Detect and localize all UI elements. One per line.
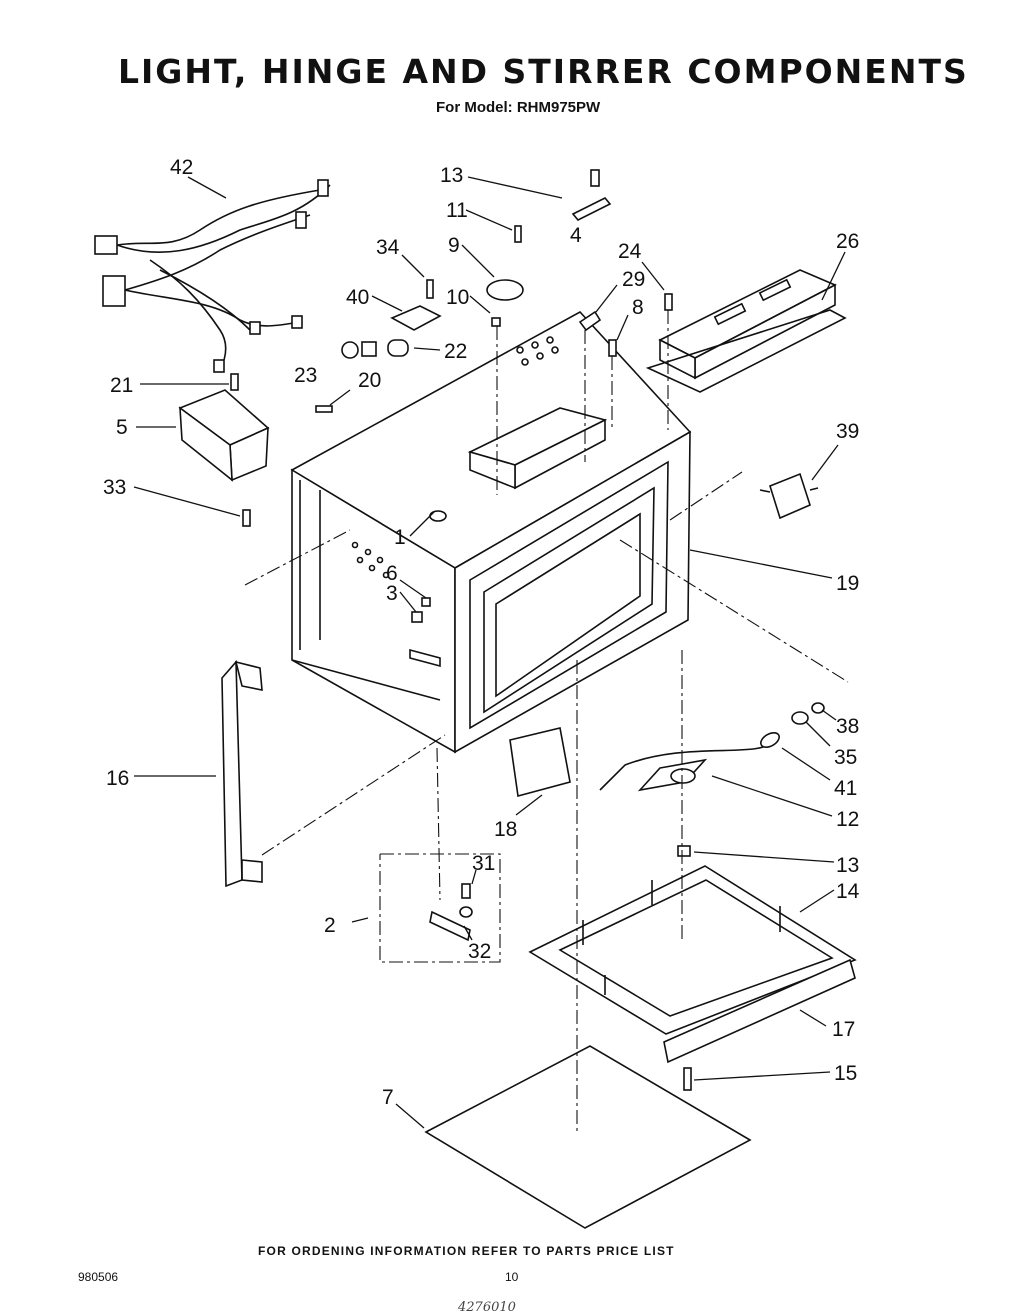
callout-labels: 42 13 11 4 9 34 40 10 24 29 26 8 22 23 2… [103, 156, 860, 1109]
callout-15: 15 [834, 1062, 857, 1085]
callout-16: 16 [106, 767, 129, 790]
oven-cabinet [290, 310, 692, 754]
page-title: LIGHT, HINGE AND STIRRER COMPONENTS [118, 52, 969, 91]
callout-24: 24 [618, 240, 642, 263]
stirrer-housing [467, 407, 608, 490]
callout-13-lower: 13 [836, 854, 859, 877]
callout-9: 9 [448, 234, 460, 257]
model-subtitle: For Model: RHM975PW [436, 99, 601, 116]
callout-38: 38 [836, 715, 859, 738]
callout-17: 17 [832, 1018, 855, 1041]
alignment-lines [244, 310, 849, 1135]
callout-3: 3 [386, 582, 398, 605]
vent-grille [645, 269, 847, 393]
callout-20: 20 [358, 369, 381, 392]
callout-26: 26 [836, 230, 859, 253]
callout-33: 33 [103, 476, 126, 499]
door-switch [759, 472, 819, 520]
fasteners [230, 169, 692, 1091]
callout-8: 8 [632, 296, 644, 319]
callout-29: 29 [622, 268, 645, 291]
callout-19: 19 [836, 572, 859, 595]
callout-14: 14 [836, 880, 860, 903]
callout-41: 41 [834, 777, 857, 800]
hinge-assembly [379, 853, 501, 963]
callout-5: 5 [116, 416, 128, 439]
ordering-note: FOR ORDENING INFORMATION REFER TO PARTS … [258, 1244, 675, 1258]
callout-23: 23 [294, 364, 317, 387]
vent-holes [351, 336, 559, 579]
callout-34: 34 [376, 236, 400, 259]
lamp-cover-bracket [178, 389, 270, 482]
door-hinge-strip [221, 659, 263, 888]
callout-31: 31 [472, 852, 495, 875]
callout-21: 21 [110, 374, 133, 397]
callout-2: 2 [324, 914, 336, 937]
callout-4: 4 [570, 224, 582, 247]
handwritten-note: 4276010 [458, 1300, 516, 1315]
callout-32: 32 [468, 940, 491, 963]
callout-10: 10 [446, 286, 469, 309]
document-number: 980506 [78, 1270, 119, 1284]
callout-7: 7 [382, 1086, 394, 1109]
callout-35: 35 [834, 746, 857, 769]
callout-13: 13 [440, 164, 463, 187]
callout-22: 22 [444, 340, 467, 363]
callout-40: 40 [346, 286, 369, 309]
callout-18: 18 [494, 818, 517, 841]
callout-11: 11 [446, 199, 468, 222]
callout-39: 39 [836, 420, 859, 443]
light-cover-plate [509, 727, 571, 798]
callout-42: 42 [170, 156, 193, 179]
callout-1: 1 [394, 526, 406, 549]
callout-12: 12 [836, 808, 859, 831]
callout-6: 6 [386, 562, 398, 585]
wiring-harness [94, 179, 331, 373]
base-frame [528, 865, 857, 1064]
bottom-plate [424, 1045, 752, 1229]
page-number: 10 [505, 1270, 519, 1284]
stirrer-assembly [599, 702, 825, 857]
leader-lines [133, 176, 846, 1129]
